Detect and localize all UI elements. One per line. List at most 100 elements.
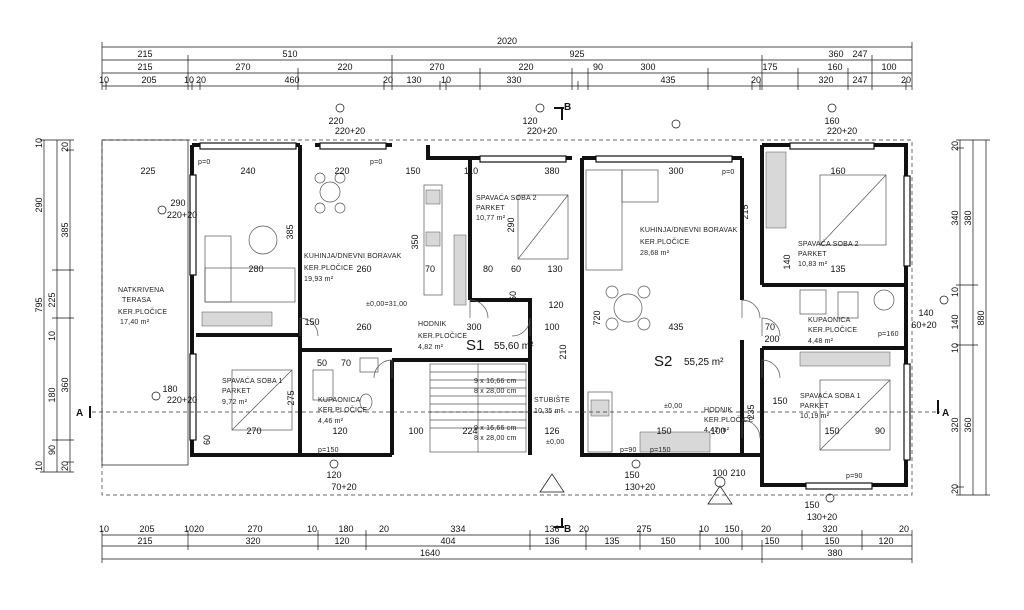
dim-label: 70	[425, 264, 435, 274]
dim-label: 20	[196, 75, 206, 85]
svg-text:STUBIŠTE: STUBIŠTE	[534, 395, 570, 404]
dim-label: 136	[544, 524, 559, 534]
svg-text:4,48 m²: 4,48 m²	[808, 338, 834, 345]
svg-text:9,72 m²: 9,72 m²	[222, 399, 248, 406]
svg-text:PARKET: PARKET	[800, 403, 829, 410]
svg-text:KUHINJA/DNEVNI BORAVAK: KUHINJA/DNEVNI BORAVAK	[304, 253, 402, 260]
dim-label: 220	[334, 166, 349, 176]
dim-label: 795	[34, 297, 44, 312]
dim-label: 275	[286, 390, 296, 405]
table-icon	[613, 293, 643, 323]
dim-label: 20	[901, 75, 911, 85]
dim-label: 180	[47, 387, 57, 402]
svg-text:KER.PLOČICE: KER.PLOČICE	[318, 405, 367, 414]
dim-label: 130	[406, 75, 421, 85]
dim-label: 20	[899, 524, 909, 534]
svg-text:KER.PLOČICE: KER.PLOČICE	[118, 307, 167, 316]
section-a-right: A	[942, 408, 949, 419]
svg-text:PARKET: PARKET	[222, 388, 251, 395]
room-soba1-s1: SPAVAĆA SOBA 1 PARKET 9,72 m²	[222, 376, 283, 406]
dim-label: 20	[950, 484, 960, 494]
svg-text:4,82 m²: 4,82 m²	[418, 344, 444, 351]
sink-icon	[425, 231, 441, 247]
dim-label: 150	[304, 317, 319, 327]
svg-text:SPAVAĆA SOBA 1: SPAVAĆA SOBA 1	[800, 391, 861, 400]
sill-mark: p=150	[318, 447, 339, 454]
dim-label: 100	[712, 468, 727, 478]
sill-mark: p=0	[198, 159, 210, 166]
table-icon	[319, 181, 341, 203]
dim-label: 220+20	[167, 210, 197, 220]
dim-label: 150	[824, 426, 839, 436]
svg-text:SPAVAĆA SOBA 2: SPAVAĆA SOBA 2	[476, 193, 537, 202]
svg-text:KER.PLOČICE: KER.PLOČICE	[640, 237, 689, 246]
toilet-icon	[837, 291, 859, 319]
svg-text:KER.PLOČICE: KER.PLOČICE	[704, 415, 753, 424]
dim-label: 340	[950, 210, 960, 225]
stove-icon	[590, 399, 610, 417]
dim-label: 320	[818, 75, 833, 85]
dim-label: 225	[140, 166, 155, 176]
dim-label: 130	[547, 264, 562, 274]
dim-label: 334	[450, 524, 465, 534]
dim-label: 1640	[420, 548, 440, 558]
room-soba1-s2: SPAVAĆA SOBA 1 PARKET 10,19 m²	[800, 391, 861, 420]
dim-label: 220	[337, 62, 352, 72]
dim-label: 350	[410, 234, 420, 249]
dim-top-total: 2020	[497, 36, 517, 46]
dim-label: 300	[466, 322, 481, 332]
svg-text:TERASA: TERASA	[122, 297, 151, 304]
dim-label: 140	[782, 254, 792, 269]
dim-label: 20	[579, 524, 589, 534]
dim-label: 215	[137, 62, 152, 72]
svg-text:SPAVAĆA SOBA 1: SPAVAĆA SOBA 1	[222, 376, 283, 385]
dim-label: 270	[429, 62, 444, 72]
dim-label: 10	[441, 75, 451, 85]
dim-label: 150	[824, 536, 839, 546]
dim-label: 215	[137, 49, 152, 59]
dim-label: 225	[47, 292, 57, 307]
dim-label: 100	[710, 426, 725, 436]
svg-text:10,77 m²: 10,77 m²	[476, 215, 506, 222]
stove-icon	[425, 189, 441, 205]
dim-label: 247	[852, 49, 867, 59]
stair-label: 9 x 16,66 cm	[474, 378, 516, 385]
level-mark: ±0,00	[664, 403, 682, 410]
dim-label: 20	[751, 75, 761, 85]
dim-label: 135	[604, 536, 619, 546]
dim-label: 205	[139, 524, 154, 534]
dim-label: 120	[334, 536, 349, 546]
dim-label: 70	[765, 322, 775, 332]
stair-labels: 9 x 16,66 cm 8 x 28,00 cm 9 x 16,66 cm 8…	[474, 378, 516, 442]
sill-mark: p=90	[620, 447, 637, 454]
svg-text:28,68 m²: 28,68 m²	[640, 250, 670, 257]
dim-label: 20	[60, 142, 70, 152]
dim-label: 290	[170, 198, 185, 208]
dim-label: 60	[202, 435, 212, 445]
room-kuhinja-s2: KUHINJA/DNEVNI BORAVAK KER.PLOČICE 28,68…	[640, 227, 737, 257]
dim-label: 160	[824, 116, 839, 126]
dim-label: 380	[963, 210, 973, 225]
dim-label: 130+20	[625, 482, 655, 492]
dim-label: 100	[714, 536, 729, 546]
dim-label: 360	[963, 417, 973, 432]
dim-label: 120	[522, 116, 537, 126]
dim-label: 150	[764, 536, 779, 546]
svg-text:HODNIK: HODNIK	[704, 407, 733, 414]
dim-label: 270	[246, 426, 261, 436]
dim-label: 160	[827, 62, 842, 72]
dim-label: 100	[881, 62, 896, 72]
dim-label: 200	[764, 334, 779, 344]
dim-label: 404	[440, 536, 455, 546]
sill-marks: p=0 p=0 p=0 p=160 p=90 p=90 p=150 p=150	[198, 159, 898, 480]
level-mark: ±0,00	[546, 439, 564, 446]
section-markers: A A B B	[76, 102, 949, 535]
dim-label: 280	[248, 264, 263, 274]
svg-text:4,42 m²: 4,42 m²	[704, 427, 730, 434]
unit-labels: S1 55,60 m² S2 55,25 m²	[466, 337, 724, 370]
level-marks: ±0,00=31,00 ±0,00 ±0,00	[366, 301, 682, 446]
dim-label: 330	[506, 75, 521, 85]
dim-label: 150	[724, 524, 739, 534]
dim-label: 90	[593, 62, 603, 72]
stair-label: 8 x 28,00 cm	[474, 388, 516, 395]
